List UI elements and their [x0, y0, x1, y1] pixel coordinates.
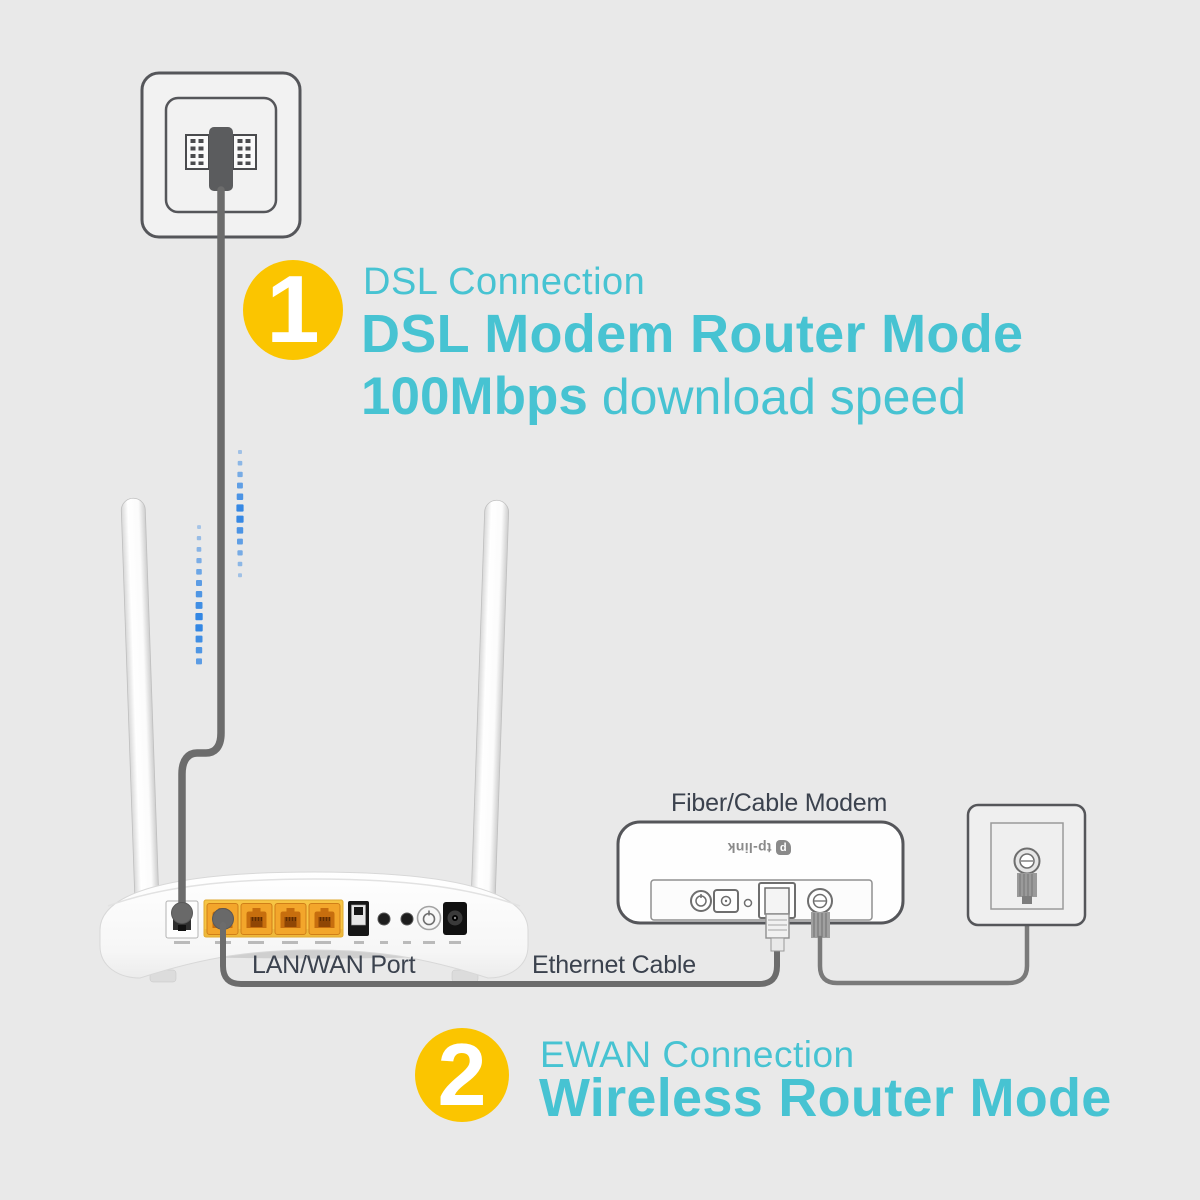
label-lan-wan-port: LAN/WAN Port: [252, 951, 416, 979]
tp-link-logo: p tp-link: [722, 837, 796, 859]
router-wifi-button: [377, 912, 391, 926]
label-ethernet-cable: Ethernet Cable: [532, 951, 696, 979]
dsl-wall-jack-icon: [140, 71, 302, 239]
outlet-coax-connector: [1013, 847, 1041, 904]
step2-number: 2: [437, 1025, 487, 1124]
tp-link-logo-text: tp-link: [727, 840, 772, 856]
router-lan-ports: [203, 899, 344, 938]
step1-number-badge: 1: [243, 256, 343, 363]
modem-reset-hole: [743, 898, 753, 908]
modem-ethernet-plug: [765, 913, 790, 952]
modem: [616, 820, 905, 952]
router: [99, 497, 529, 983]
modem-power-button: [690, 890, 712, 912]
router-top-seam: [107, 878, 521, 907]
modem-power-jack: [713, 889, 739, 913]
step1-speed-value: 100Mbps: [361, 367, 588, 426]
dsl-signal-dots: [195, 450, 244, 665]
router-wps-button: [400, 912, 414, 926]
step2-title: EWAN Connection: [540, 1034, 855, 1075]
step1-title: DSL Connection: [363, 261, 646, 303]
router-power-button: [416, 905, 442, 931]
step1-mode: DSL Modem Router Mode: [361, 304, 1024, 364]
step1-speed-suffix: download speed: [601, 369, 966, 425]
tp-link-logo-mark: p: [775, 840, 791, 856]
label-fiber-cable-modem: Fiber/Cable Modem: [671, 789, 888, 817]
dsl-cable-plug: [171, 902, 193, 924]
coax-wall-outlet-icon: [966, 803, 1087, 927]
ethernet-cable-line: [212, 908, 780, 987]
step1-number: 1: [266, 256, 320, 363]
router-port-labels: [174, 941, 461, 944]
phone-plug-icon: [185, 127, 257, 191]
step2-mode: Wireless Router Mode: [539, 1068, 1112, 1128]
step2-number-badge: 2: [415, 1025, 509, 1124]
router-usb-port: [348, 901, 369, 936]
dsl-cable: [171, 186, 225, 924]
modem-ethernet-port: [758, 882, 796, 919]
coax-cable: [817, 901, 1030, 986]
router-power-jack: [443, 902, 467, 935]
modem-coax-connector: [807, 888, 833, 938]
